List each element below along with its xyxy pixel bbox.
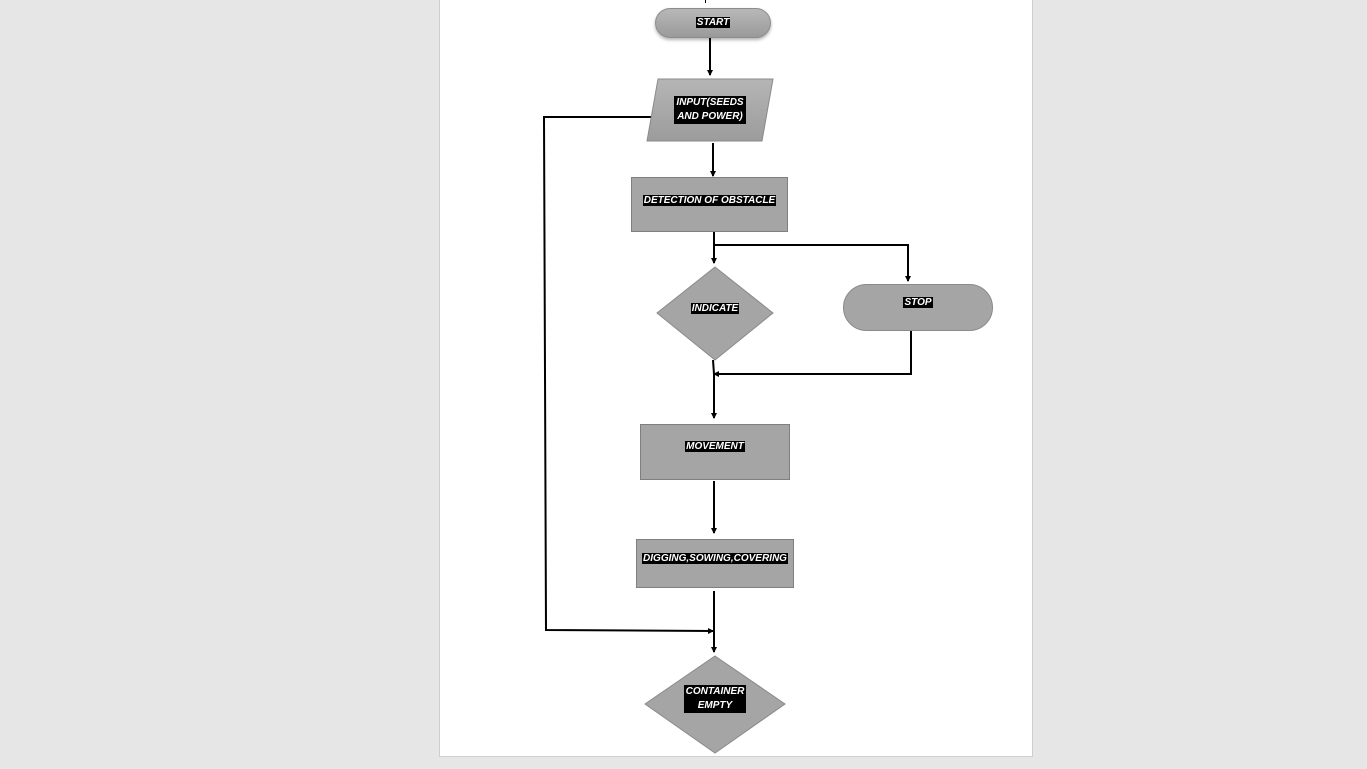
indicate-decision: INDICATE [656, 266, 774, 361]
indicate-label: INDICATE [690, 302, 740, 314]
digging-sowing-covering-process: DIGGING,SOWING,COVERING [636, 539, 794, 588]
detection-process: DETECTION OF OBSTACLE [631, 177, 788, 232]
input-parallelogram: INPUT(SEEDS AND POWER) [646, 78, 774, 142]
container-empty-label: CONTAINER EMPTY [683, 684, 747, 713]
digging-label: DIGGING,SOWING,COVERING [642, 552, 788, 564]
container-empty-decision: CONTAINER EMPTY [644, 655, 786, 754]
stop-terminator: STOP [843, 284, 993, 331]
stop-label: STOP [903, 296, 933, 308]
detection-label: DETECTION OF OBSTACLE [642, 194, 777, 206]
input-label: INPUT(SEEDS AND POWER) [674, 96, 746, 124]
start-label: START [695, 17, 731, 28]
start-terminator: START [655, 8, 771, 38]
page-top-mark [705, 0, 706, 3]
movement-label: MOVEMENT [685, 441, 745, 452]
movement-process: MOVEMENT [640, 424, 790, 480]
